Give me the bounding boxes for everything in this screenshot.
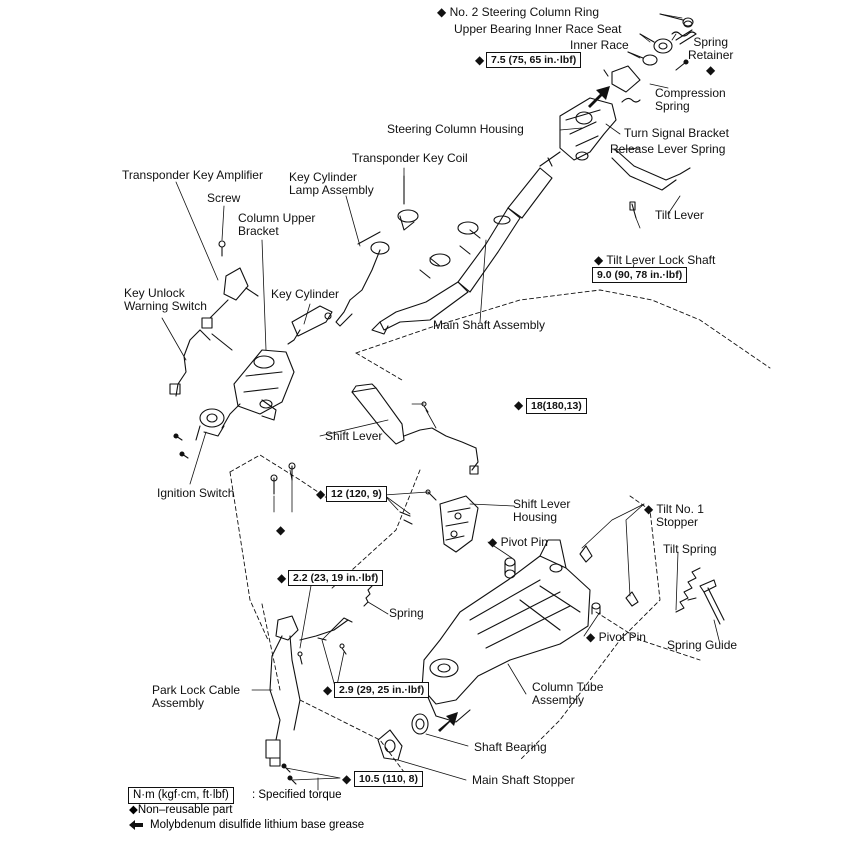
label-main-shaft-assembly: Main Shaft Assembly [433, 318, 546, 332]
main-shaft [371, 151, 561, 335]
ignition-screws [173, 433, 189, 459]
label-compression-spring: Compression Spring [655, 86, 726, 113]
label-transponder-key-coil: Transponder Key Coil [352, 151, 468, 165]
transponder-key-coil [397, 175, 419, 231]
label-column-upper-bracket: Column Upper Bracket [238, 211, 316, 238]
upper-bearing-inner-race-seat [639, 33, 673, 54]
label-column-tube-assembly: Column Tube Assembly [532, 680, 604, 707]
torque-box-2-9: 2.9 (29, 25 in.·lbf) [334, 682, 430, 698]
shift-lever-part [351, 383, 479, 475]
label-steering-column-housing: Steering Column Housing [387, 122, 524, 136]
diamond-bracket-bolts: ◆ [276, 523, 286, 537]
label-key-unlock-warning-switch: Key Unlock Warning Switch [124, 286, 207, 313]
diamond-mark: ◆ [586, 630, 596, 644]
grease-arrow-top [588, 86, 610, 108]
screw-part [218, 240, 226, 257]
label-pivot-pin-2: ◆ Pivot Pin [586, 630, 646, 644]
label-release-lever-spring: Release Lever Spring [610, 142, 726, 156]
diamond-12: ◆ [316, 487, 326, 501]
torque-box-12: 12 (120, 9) [326, 486, 387, 502]
label-tilt-lever: Tilt Lever [655, 208, 704, 222]
grease-arrow-bottom [438, 712, 458, 732]
diamond-mark: ◆ [488, 535, 498, 549]
label-ignition-switch: Ignition Switch [157, 486, 235, 500]
spring-retainer-part [671, 20, 697, 45]
grease-arrow-icon [129, 820, 143, 830]
dashed-assembly-outline [229, 289, 771, 781]
shift-lever-housing-part [399, 489, 479, 553]
transponder-key-amplifier-part [201, 267, 259, 329]
label-key-cylinder: Key Cylinder [271, 287, 340, 301]
diamond-18: ◆ [514, 398, 524, 412]
key-cylinder-part [287, 305, 333, 345]
label-tilt-spring: Tilt Spring [663, 542, 717, 556]
bracket-bolts [270, 462, 296, 495]
label-park-lock-cable-assembly: Park Lock Cable Assembly [152, 683, 241, 710]
diamond-2-9: ◆ [323, 683, 333, 697]
key-unlock-warning-switch-part [169, 329, 233, 397]
legend-torque-desc: : Specified torque [252, 789, 342, 801]
label-screw: Screw [207, 191, 241, 205]
torque-box-7-5: 7.5 (75, 65 in.·lbf) [486, 52, 582, 68]
torque-box-9-0: 9.0 (90, 78 in.·lbf) [592, 267, 688, 283]
column-upper-bracket [221, 349, 295, 429]
main-shaft-stopper-part [377, 729, 403, 761]
label-spring-retainer: Spring Retainer [688, 35, 734, 62]
tilt-spring-part [675, 567, 701, 613]
compression-spring-screw [675, 59, 689, 71]
label-shift-lever-housing: Shift Lever Housing [513, 497, 571, 524]
label-transponder-key-amplifier: Transponder Key Amplifier [122, 168, 263, 182]
column-tube-assembly-part [421, 539, 591, 723]
diamond-mark: ◆ [475, 53, 485, 67]
diamond-mark: ◆ [644, 502, 654, 516]
diamond-mark: ◆ [437, 5, 447, 19]
torque-7-5: ◆ [475, 54, 484, 67]
diamond-mark: ◆ [594, 253, 604, 267]
diamond-2-2: ◆ [277, 571, 287, 585]
torque-box-2-2: 2.2 (23, 19 in.·lbf) [288, 570, 384, 586]
park-lock-screws [281, 763, 297, 785]
legend-grease: Molybdenum disulfide lithium base grease [150, 819, 365, 831]
label-spring-guide: Spring Guide [667, 638, 738, 652]
label-main-shaft-stopper: Main Shaft Stopper [472, 773, 575, 787]
legend-nonreusable: ◆Non–reusable part [129, 804, 233, 816]
label-spring: Spring [389, 606, 424, 620]
label-key-cylinder-lamp-assembly: Key Cylinder Lamp Assembly [289, 170, 374, 197]
label-shift-lever: Shift Lever [325, 429, 383, 443]
torque-box-18: 18(180,13) [526, 398, 587, 414]
diamond-mark-ring: ◆ [706, 63, 716, 77]
label-shaft-bearing: Shaft Bearing [474, 740, 547, 754]
shaft-bearing-part [411, 713, 429, 735]
pivot-pin-part [504, 557, 516, 579]
key-cylinder-lamp [335, 231, 390, 327]
label-tilt-no1-stopper: ◆ Tilt No. 1 Stopper [644, 502, 704, 529]
steering-column-ring [659, 13, 694, 27]
torque-box-10-5: 10.5 (110, 8) [354, 771, 423, 787]
diamond-mark: ◆ [129, 804, 138, 816]
leader-lines [161, 13, 721, 791]
label-tilt-lever-lock-shaft: ◆ Tilt Lever Lock Shaft [594, 253, 716, 267]
label-inner-race: Inner Race [570, 38, 629, 52]
legend-torque-unit: N·m (kgf·cm, ft·lbf) [128, 787, 234, 804]
ignition-switch-part [195, 408, 225, 441]
diamond-10-5: ◆ [342, 772, 352, 786]
label-upper-bearing-inner-race-seat: Upper Bearing Inner Race Seat [454, 22, 622, 36]
tilt-lever-lock-shaft [629, 201, 637, 219]
label-no2-steering-column-ring: ◆ No. 2 Steering Column Ring [437, 5, 599, 19]
label-turn-signal-bracket: Turn Signal Bracket [624, 126, 729, 140]
label-pivot-pin-1: ◆ Pivot Pin [488, 535, 548, 549]
spring-guide-part [699, 579, 725, 625]
